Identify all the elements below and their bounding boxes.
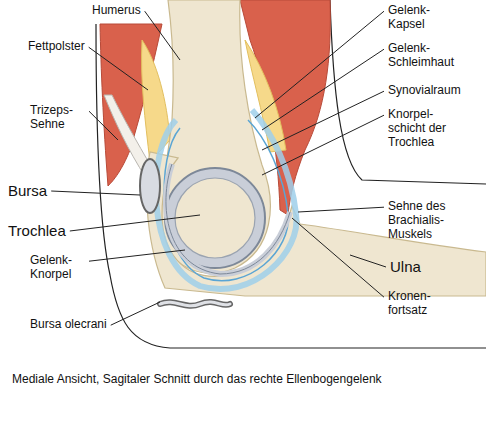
part-label: Trochlea bbox=[8, 222, 66, 239]
part-label: Ulna bbox=[390, 258, 421, 275]
bursa-olecrani bbox=[160, 302, 230, 306]
bursa bbox=[140, 159, 160, 213]
leader-line bbox=[262, 91, 384, 150]
part-label: Sehne des Brachialis- Muskels bbox=[388, 200, 480, 241]
trochlea-bone bbox=[175, 178, 255, 258]
part-label: Bursa bbox=[8, 182, 47, 199]
leader-line bbox=[89, 111, 118, 140]
part-label: Humerus bbox=[92, 4, 141, 18]
bursa-olecrani-inner bbox=[160, 302, 230, 306]
leader-line bbox=[70, 215, 200, 231]
part-label: Gelenk- Knorpel bbox=[30, 254, 85, 282]
skin-outline bbox=[330, 0, 486, 184]
leader-line bbox=[350, 255, 386, 267]
leader-line bbox=[292, 218, 384, 297]
joint-capsule bbox=[156, 110, 297, 289]
leader-line bbox=[255, 11, 384, 118]
part-label: Trizeps- Sehne bbox=[30, 104, 85, 132]
part-label: Synovialraum bbox=[388, 84, 461, 98]
leader-line bbox=[111, 302, 160, 325]
part-label: Bursa olecrani bbox=[30, 318, 107, 332]
humerus-bone bbox=[160, 0, 270, 273]
part-label: Kronen- fortsatz bbox=[388, 290, 448, 318]
leader-line bbox=[262, 49, 384, 130]
leader-line bbox=[89, 250, 185, 261]
part-label: Knorpel- schicht der Trochlea bbox=[388, 108, 463, 149]
leader-line bbox=[262, 115, 384, 175]
part-label: Gelenk- Schleimhaut bbox=[388, 42, 468, 70]
leader-line bbox=[51, 191, 140, 195]
leader-line bbox=[298, 207, 384, 212]
ulna-cartilage bbox=[166, 164, 290, 274]
ulna-cartilage-edge bbox=[166, 164, 290, 274]
leader-line bbox=[89, 47, 148, 90]
figure-caption: Mediale Ansicht, Sagitaler Schnitt durch… bbox=[12, 372, 482, 386]
part-label: Gelenk- Kapsel bbox=[388, 4, 453, 32]
part-label: Fettpolster bbox=[28, 40, 85, 54]
leader-line bbox=[145, 11, 180, 60]
